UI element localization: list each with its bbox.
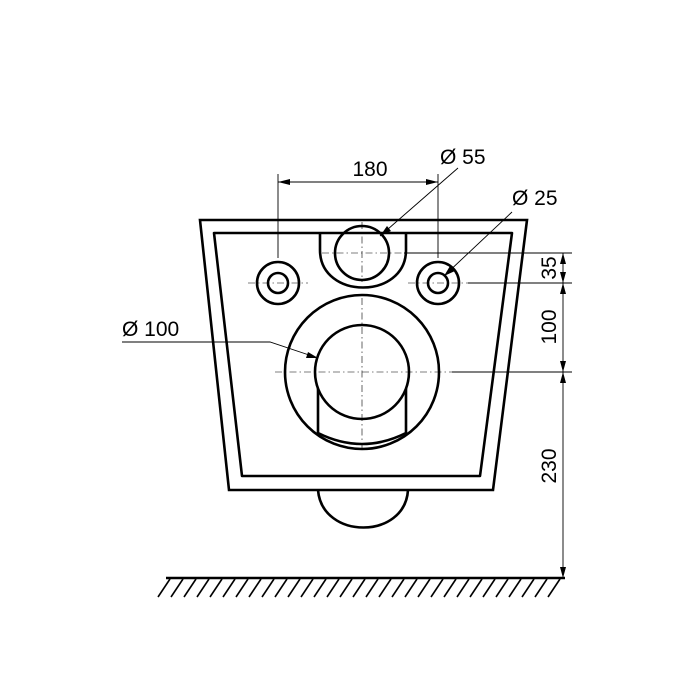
dim-arrow-1 [560, 253, 566, 264]
hatch-line [209, 578, 223, 598]
bolt-leader [443, 211, 513, 277]
outlet-leader-arrow [306, 352, 318, 358]
hatch-line [547, 578, 561, 598]
hatch-line [521, 578, 535, 598]
hatch-line [430, 578, 444, 598]
hatch-line [482, 578, 496, 598]
hatch-line [352, 578, 366, 598]
hatch-line [469, 578, 483, 598]
hatch-line [534, 578, 548, 598]
hatch-line [391, 578, 405, 598]
hatch-line [287, 578, 301, 598]
inlet-notch [318, 233, 408, 289]
dim-arrow-4 [560, 361, 566, 372]
dim-arrow-3 [560, 283, 566, 294]
spacing-arrow-left [278, 179, 290, 185]
vertical-middle-label: 100 [538, 309, 561, 344]
dim-arrow-5 [560, 372, 566, 383]
dim-arrow-2 [560, 272, 566, 283]
bolt-leader-arrow [444, 266, 455, 276]
vertical-upper-label: 35 [538, 256, 561, 279]
hatch-line [196, 578, 210, 598]
vertical-lower-label: 230 [538, 448, 561, 483]
spacing-arrow-right [426, 179, 438, 185]
hatch-line [417, 578, 431, 598]
hatch-line [313, 578, 327, 598]
hatch-line [157, 578, 171, 598]
hatch-line [404, 578, 418, 598]
floor-hatching [157, 578, 561, 598]
spacing-label: 180 [352, 158, 387, 181]
hatch-line [443, 578, 457, 598]
bolt-diameter-label: Ø 25 [512, 187, 558, 210]
outlet-leader [122, 341, 319, 359]
hatch-line [274, 578, 288, 598]
bolt-hole-right-outer [415, 260, 461, 306]
hatch-line [248, 578, 262, 598]
hatch-line [365, 578, 379, 598]
drain-diameter-label: Ø 55 [440, 146, 486, 169]
bolt-hole-left-outer [255, 260, 301, 306]
hatch-line [235, 578, 249, 598]
hatch-line [170, 578, 184, 598]
outlet-diameter-label: Ø 100 [122, 318, 179, 341]
hatch-line [339, 578, 353, 598]
hatch-line [222, 578, 236, 598]
toilet-body-inner [212, 231, 514, 478]
dim-arrow-6 [560, 567, 566, 578]
hatch-line [456, 578, 470, 598]
bowl-tip [316, 489, 410, 529]
hatch-line [261, 578, 275, 598]
hatch-line [300, 578, 314, 598]
hatch-line [495, 578, 509, 598]
hatch-line [183, 578, 197, 598]
hatch-line [508, 578, 522, 598]
drain-leader [379, 167, 459, 237]
hatch-line [326, 578, 340, 598]
drain-leader-arrow [380, 226, 391, 236]
hatch-line [378, 578, 392, 598]
